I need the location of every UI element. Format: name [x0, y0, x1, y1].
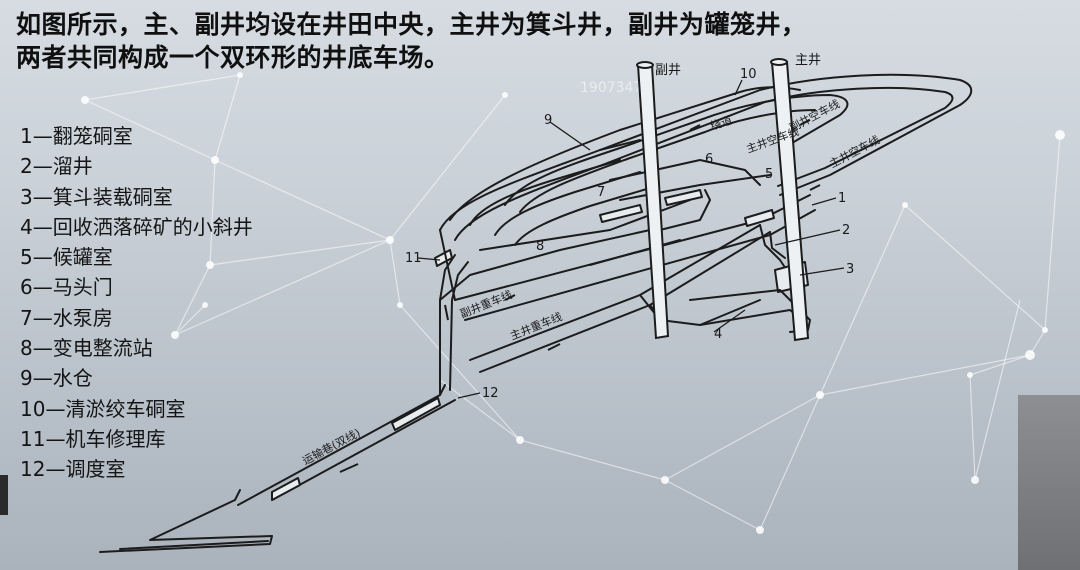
outer-loop — [439, 73, 973, 231]
label-main-loaded-track: 主井重车线 — [508, 309, 564, 343]
legend-item: 1—翻笼硐室 — [20, 124, 133, 148]
legend-item: 2—溜井 — [20, 154, 93, 179]
number-label-10: 10 — [740, 67, 757, 82]
page-title: 如图所示，主、副井均设在井田中央，主井为箕斗井，副井为罐笼井， 两者共同构成一个… — [16, 8, 1076, 74]
main-shaft — [770, 61, 810, 342]
left-edge-mark — [0, 475, 8, 515]
legend-item: 5—候罐室 — [20, 245, 113, 270]
number-label-9: 9 — [544, 113, 552, 128]
number-label-8: 8 — [536, 239, 544, 254]
legend-item: 4—回收洒落碎矿的小斜井 — [20, 214, 253, 239]
legend-item: 10—清淤绞车硐室 — [20, 396, 186, 421]
number-label-5: 5 — [765, 167, 773, 182]
number-label-3: 3 — [846, 262, 854, 277]
legend-item: 11—机车修理库 — [20, 426, 166, 451]
haulage-tunnel — [99, 489, 273, 553]
legend-item: 8—变电整流站 — [20, 336, 153, 361]
legend-item: 12—调度室 — [20, 457, 126, 482]
number-label-1: 1 — [838, 191, 846, 206]
number-label-6: 6 — [705, 152, 713, 167]
legend-list: 1—翻笼硐室 2—溜井 3—箕斗装载硐室 4—回收洒落碎矿的小斜井 5—候罐室 … — [20, 121, 253, 485]
label-bypass: 绕道 — [709, 113, 734, 133]
label-aux-shaft: 副井 — [655, 63, 681, 78]
label-main-shaft: 主井 — [795, 53, 821, 68]
title-line-1: 如图所示，主、副井均设在井田中央，主井为箕斗井，副井为罐笼井， — [16, 10, 807, 39]
watermark: 1907347 — [580, 80, 643, 96]
legend-item: 7—水泵房 — [20, 305, 113, 330]
background-building — [1018, 395, 1080, 570]
water-storage — [469, 159, 621, 226]
number-label-7: 7 — [597, 185, 605, 200]
number-label-11: 11 — [405, 251, 422, 266]
legend-item: 6—马头门 — [20, 275, 113, 300]
label-haulage: 运输巷(双线) — [300, 425, 363, 467]
legend-item: 3—箕斗装载硐室 — [20, 184, 173, 209]
number-label-2: 2 — [842, 223, 850, 238]
number-label-12: 12 — [482, 386, 499, 401]
title-line-2: 两者共同构成一个双环形的井底车场。 — [16, 43, 450, 72]
legend-item: 9—水仓 — [20, 366, 93, 391]
number-label-4: 4 — [714, 327, 722, 342]
